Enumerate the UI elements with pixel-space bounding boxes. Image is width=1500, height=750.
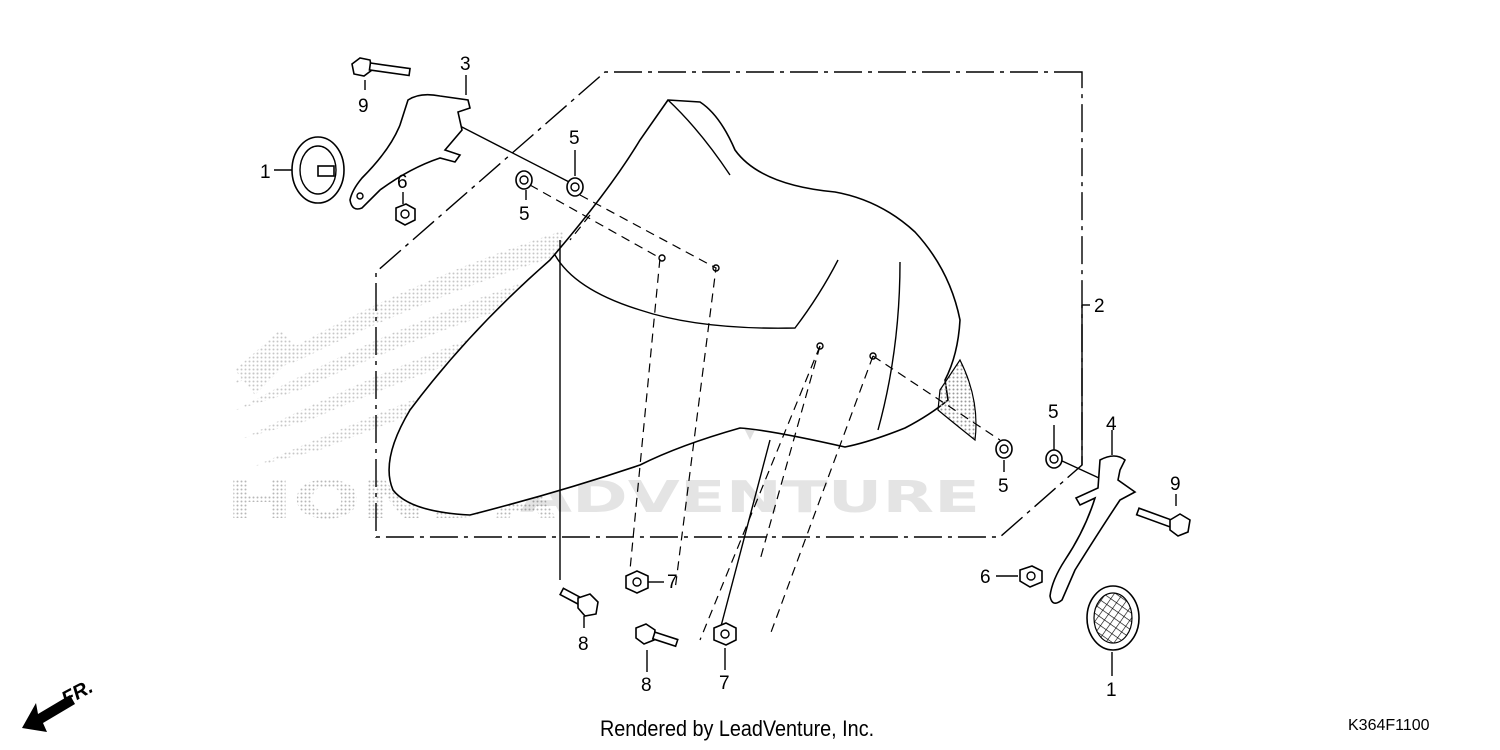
callout-4: 4 [1106,414,1117,435]
front-direction-arrow: FR. [22,676,97,732]
nut-left [395,203,416,226]
grommet-right [1086,585,1140,651]
fastener-guides [529,184,1001,641]
callout-8-a: 8 [578,634,589,655]
bolt-right [1135,507,1191,537]
callout-5-d: 5 [998,476,1009,497]
collars [515,170,1063,469]
footer-credit: Rendered by LeadVenture, Inc. [600,716,875,741]
collar-1 [515,170,533,190]
callout-7-a: 7 [667,572,678,593]
callout-9-right: 9 [1170,474,1181,495]
callout-1-left: 1 [260,162,271,183]
bracket-left-hole [356,192,364,200]
diagram-code: K364F1100 [1348,717,1430,734]
callout-5-b: 5 [519,204,530,225]
callout-2: 2 [1094,296,1105,317]
callout-9-left: 9 [358,96,369,117]
callout-8-b: 8 [641,675,652,696]
bolt-left [351,57,411,77]
callout-1-right: 1 [1106,680,1117,701]
nut-7-a [625,570,649,594]
front-fender [388,99,977,516]
collar-3 [995,439,1013,459]
callout-leaders [274,75,1177,676]
callout-5-c: 5 [1048,402,1059,423]
grommet-left [291,136,345,204]
arrow-left-icon [22,695,75,732]
nut-right [1019,565,1043,588]
bolt-8-b [635,623,679,648]
callout-3: 3 [460,54,471,75]
bracket-right [1049,455,1137,604]
bolt-8-a [559,587,599,617]
bracket-left [349,93,471,210]
callout-5-a: 5 [569,128,580,149]
callout-7-b: 7 [719,673,730,694]
collar-4 [1045,449,1063,469]
callout-6-right: 6 [980,567,991,588]
nut-7-b [713,622,737,646]
collar-2 [566,177,584,197]
callout-6-left: 6 [397,172,408,193]
callout-labels: 1 1 2 3 4 5 5 5 5 6 6 7 7 8 8 9 9 [260,54,1181,701]
